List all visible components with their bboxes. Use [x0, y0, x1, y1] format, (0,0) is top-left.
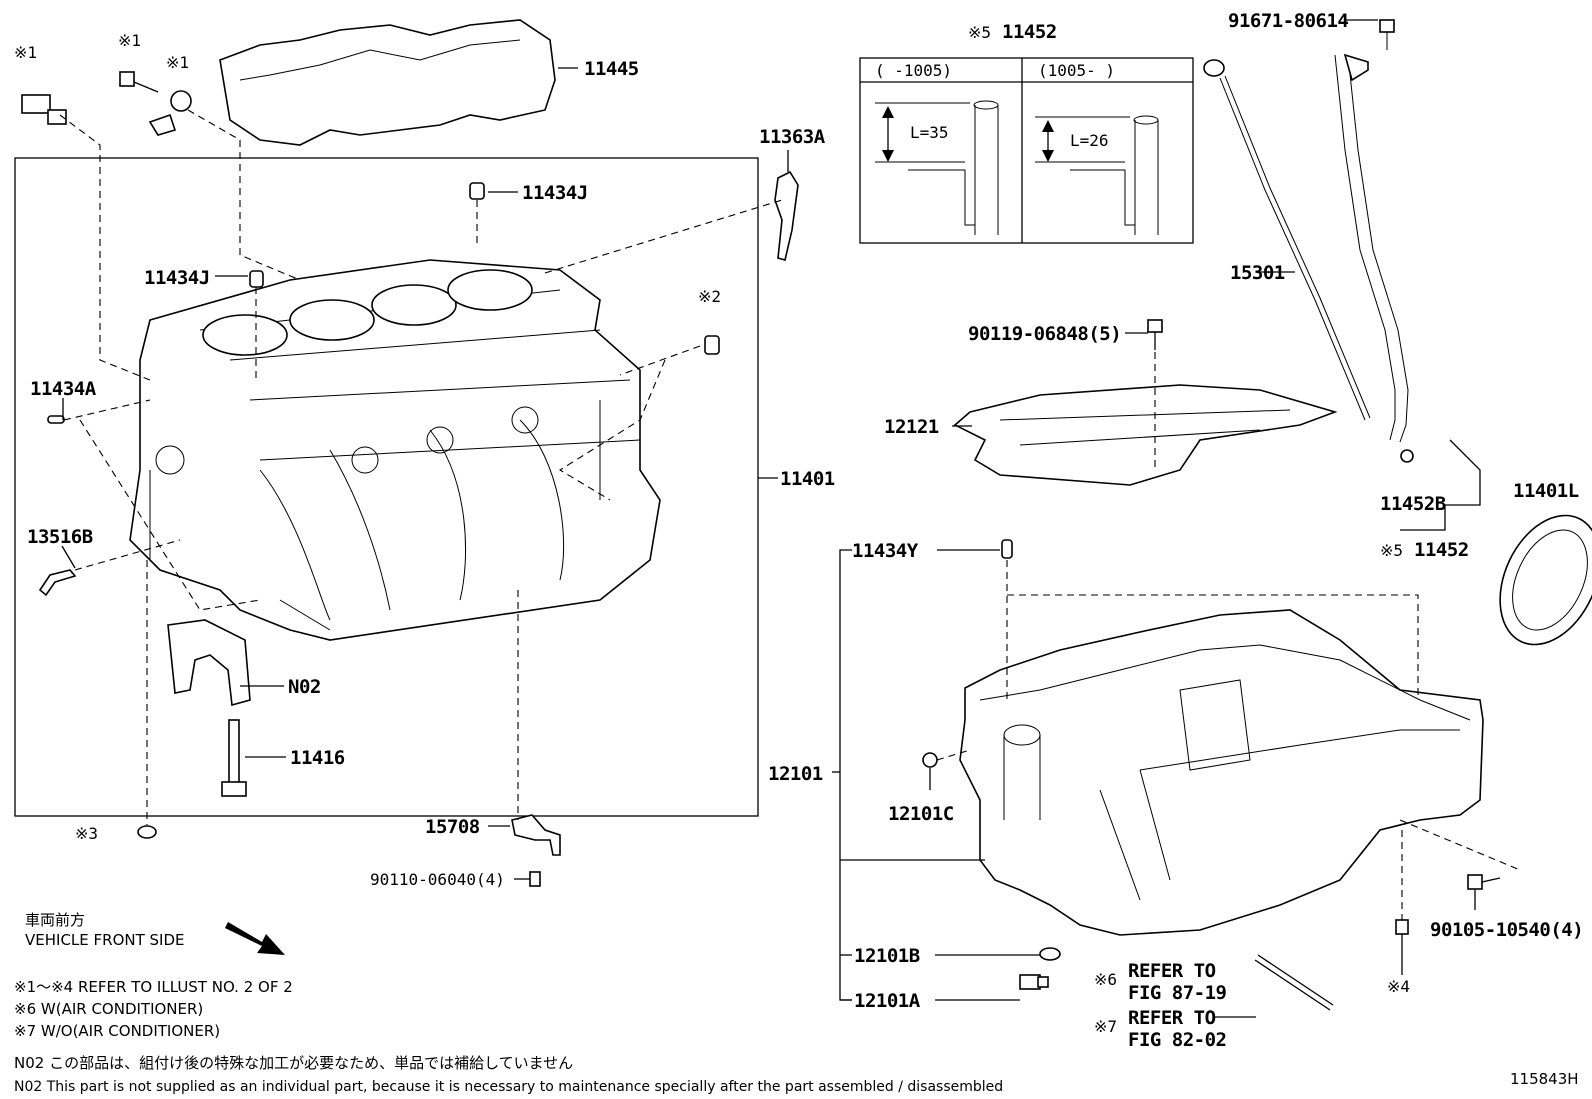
note-1: ※1～※4 REFER TO ILLUST NO. 2 OF 2	[14, 978, 293, 996]
ref7-line1: REFER TO	[1128, 1007, 1216, 1029]
inset-col1: ( -1005)	[875, 61, 952, 80]
front-arrow-icon	[225, 922, 285, 955]
ref7: ※7	[1094, 1017, 1117, 1036]
label-11452-top: 11452	[1002, 21, 1057, 43]
note-3: ※7 W/O(AIR CONDITIONER)	[14, 1022, 220, 1040]
cylinder-block-drawing	[129, 259, 661, 641]
illust-id: 115843H	[1510, 1070, 1579, 1088]
inset-tube-2	[1035, 115, 1159, 235]
gasket-12101C	[922, 752, 938, 768]
ref2: ※2	[698, 287, 721, 306]
sensor-15708-drawing	[511, 814, 561, 856]
ref4: ※4	[1387, 977, 1410, 996]
bearing-cap-N02-drawing	[167, 619, 251, 707]
ref6: ※6	[1094, 970, 1117, 989]
sensor-ref1-drawing	[21, 94, 67, 125]
pin-ref2	[704, 335, 720, 355]
label-11401L: 11401L	[1513, 480, 1579, 502]
label-11434J-left: 11434J	[144, 267, 210, 289]
bolt-90119	[1147, 319, 1163, 350]
label-11434A: 11434A	[30, 378, 97, 400]
leaders-right	[832, 19, 1521, 1018]
dowel-11434J-top	[469, 182, 485, 200]
dowel-11434Y	[1001, 539, 1013, 559]
label-N02: N02	[288, 676, 321, 698]
oring-11452B	[1400, 449, 1414, 463]
bracket-11363A-drawing	[774, 170, 799, 262]
label-11452-bot: 11452	[1414, 539, 1469, 561]
guide-tube-11452-drawing	[1334, 19, 1409, 443]
length-inset-frame	[859, 57, 1194, 244]
ref6-line2: FIG 87-19	[1128, 982, 1227, 1004]
bolt-ref1-drawing	[119, 71, 159, 93]
oil-seal-11401L-drawing	[1499, 514, 1592, 646]
stud-ref7	[1254, 954, 1334, 1011]
block-group-frame	[14, 157, 759, 817]
front-en: VEHICLE FRONT SIDE	[25, 931, 185, 949]
label-12101A: 12101A	[854, 990, 921, 1012]
washer-12101B	[1039, 947, 1061, 961]
bolt-ref4	[1395, 919, 1409, 948]
label-11416: 11416	[290, 747, 345, 769]
inset-tube-1	[875, 100, 999, 235]
label-90119: 90119-06848(5)	[968, 323, 1121, 345]
front-jp: 車両前方	[25, 911, 85, 929]
ref1-c: ※1	[166, 53, 189, 72]
label-12121: 12121	[884, 416, 939, 438]
label-13516B: 13516B	[27, 526, 93, 548]
ref3: ※3	[75, 824, 98, 843]
ref1-a: ※1	[14, 43, 37, 62]
label-11452B: 11452B	[1380, 493, 1446, 515]
dipstick-15301-drawing	[1203, 59, 1371, 421]
note-2: ※6 W(AIR CONDITIONER)	[14, 1000, 203, 1018]
leaders-left	[59, 67, 789, 880]
note-5: N02 This part is not supplied as an indi…	[14, 1079, 1003, 1095]
label-15708: 15708	[425, 816, 480, 838]
ref5-top: ※5	[968, 23, 991, 42]
label-15301: 15301	[1230, 262, 1285, 284]
plug-12101A	[1019, 974, 1049, 990]
label-11363A: 11363A	[759, 126, 826, 148]
clamp-ref1-drawing	[148, 90, 192, 136]
label-11434J-top: 11434J	[522, 182, 588, 204]
ref1-b: ※1	[118, 31, 141, 50]
label-12101B: 12101B	[854, 945, 920, 967]
cover-11445-drawing	[219, 19, 556, 146]
inset-col2: (1005- )	[1038, 61, 1115, 80]
oil-pan-12101-drawing	[959, 609, 1484, 936]
label-11434Y: 11434Y	[852, 540, 919, 562]
label-12101C: 12101C	[888, 803, 954, 825]
pin-11434A	[47, 415, 65, 424]
baffle-12121-drawing	[953, 384, 1338, 486]
ref6-line1: REFER TO	[1128, 960, 1216, 982]
inset-len2: L=26	[1070, 131, 1109, 150]
note-4: N02 この部品は、組付け後の特殊な加工が必要なため、単品では補給していません	[14, 1054, 573, 1072]
dowel-11434J-left	[249, 270, 264, 288]
pipe-13516B	[38, 569, 77, 597]
bolt-90110	[529, 871, 541, 887]
bolt-90105	[1467, 874, 1501, 890]
ref5-bot: ※5	[1380, 541, 1403, 560]
bolt-11416-drawing	[221, 719, 247, 797]
label-11401: 11401	[780, 468, 835, 490]
inset-len1: L=35	[910, 123, 949, 142]
label-91671: 91671-80614	[1228, 10, 1348, 32]
ref7-line2: FIG 82-02	[1128, 1029, 1226, 1051]
label-11445: 11445	[584, 58, 639, 80]
washer-ref3	[137, 825, 157, 839]
label-90110: 90110-06040(4)	[370, 870, 505, 889]
label-12101: 12101	[768, 763, 823, 785]
label-90105: 90105-10540(4)	[1430, 919, 1583, 941]
